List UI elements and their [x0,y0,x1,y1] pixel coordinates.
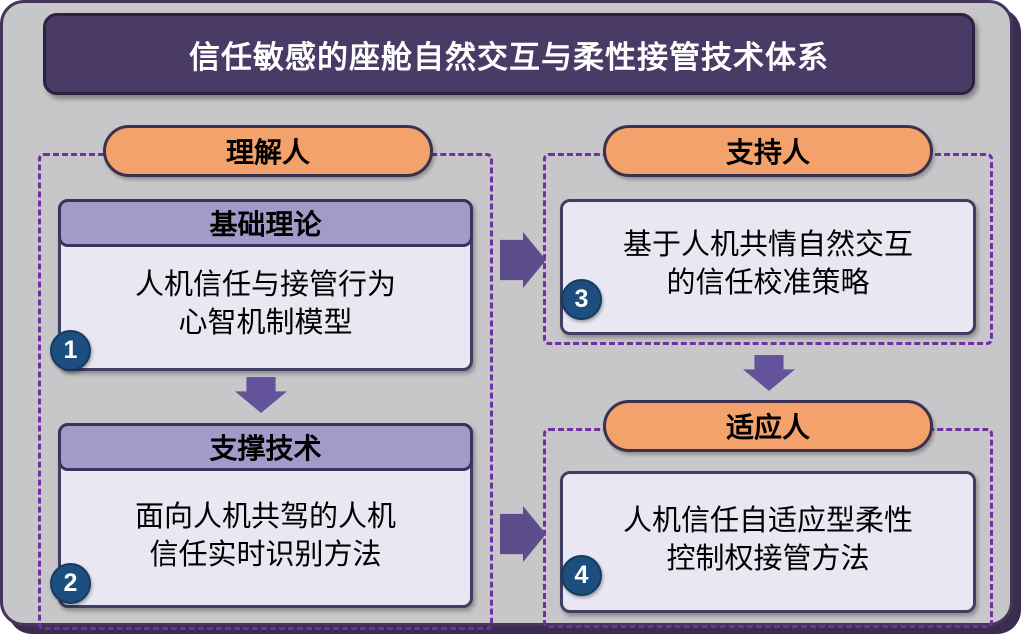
supporting-technology-text: 面向人机共驾的人机 信任实时识别方法 [61,498,470,575]
text-line: 信任实时识别方法 [149,539,382,572]
text-line: 基于人机共情自然交互 [622,229,913,261]
right-arrow-icon [500,232,546,288]
supporting-technology-box: 支撑技术 面向人机共驾的人机 信任实时识别方法 [58,423,473,608]
label-adapt-person: 适应人 [603,400,933,452]
basic-theory-header: 基础理论 [58,199,473,247]
badge-4: 4 [561,555,602,596]
flexible-takeover-text: 人机信任自适应型柔性 控制权接管方法 [563,502,973,579]
text-line: 的信任校准策略 [666,267,870,300]
right-arrow-icon [500,506,546,562]
text-line: 人机信任与接管行为 [134,269,396,301]
trust-calibration-box: 基于人机共情自然交互 的信任校准策略 [560,199,976,335]
basic-theory-text: 人机信任与接管行为 心智机制模型 [61,266,470,343]
supporting-technology-header: 支撑技术 [58,423,473,471]
down-arrow-icon [743,355,795,391]
trust-calibration-text: 基于人机共情自然交互 的信任校准策略 [563,226,973,303]
badge-3: 3 [561,279,602,320]
badge-2: 2 [50,563,91,604]
text-line: 心智机制模型 [178,307,353,340]
text-line: 面向人机共驾的人机 [134,501,396,533]
text-line: 人机信任自适应型柔性 [622,505,913,537]
text-line: 控制权接管方法 [666,543,870,576]
diagram-title: 信任敏感的座舱自然交互与柔性接管技术体系 [43,13,975,95]
badge-1: 1 [50,330,91,371]
label-support-person: 支持人 [603,125,933,177]
label-understand-person: 理解人 [103,125,433,177]
basic-theory-box: 基础理论 人机信任与接管行为 心智机制模型 [58,199,473,371]
flexible-takeover-box: 人机信任自适应型柔性 控制权接管方法 [560,471,976,613]
